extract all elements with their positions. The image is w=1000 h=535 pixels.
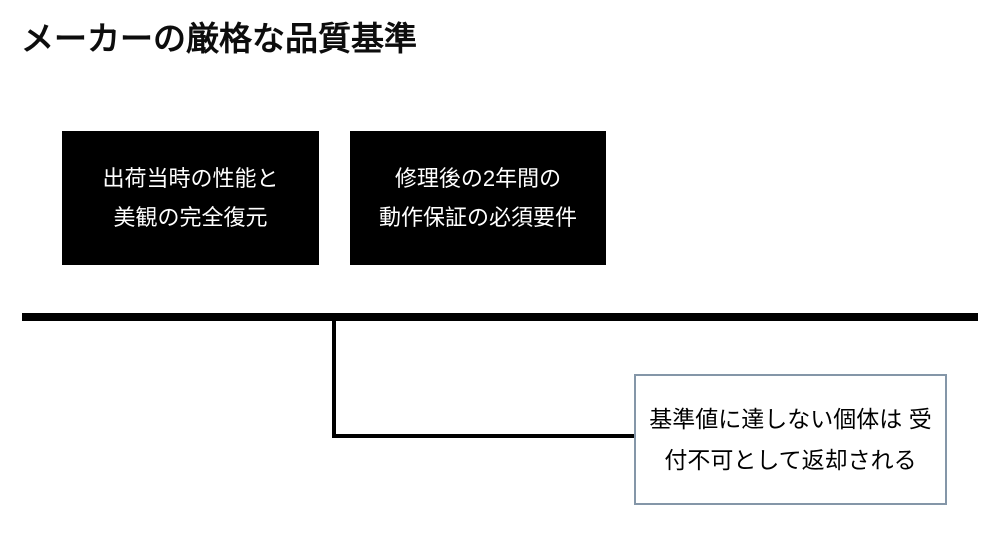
connector-trunk-bar <box>22 313 978 321</box>
outcome-box-reject-policy-line-2: 受付不可として返却される <box>664 405 932 473</box>
outcome-box-reject-policy[interactable]: 基準値に達しない個体は 受付不可として返却される <box>634 374 947 505</box>
requirement-box-shipping-condition-text: 出荷当時の性能と 美観の完全復元 <box>102 159 278 237</box>
page-title: メーカーの厳格な品質基準 <box>21 20 417 57</box>
requirement-box-shipping-condition[interactable]: 出荷当時の性能と 美観の完全復元 <box>62 131 319 265</box>
requirement-box-warranty-requirement[interactable]: 修理後の2年間の 動作保証の必須要件 <box>350 131 606 265</box>
requirement-box-warranty-requirement-line-2: 動作保証の必須要件 <box>378 205 577 230</box>
outcome-box-reject-policy-text: 基準値に達しない個体は 受付不可として返却される <box>640 399 941 481</box>
connector-horizontal-segment <box>332 434 635 438</box>
requirement-box-warranty-requirement-text: 修理後の2年間の 動作保証の必須要件 <box>379 159 577 237</box>
requirement-box-shipping-condition-line-2: 美観の完全復元 <box>113 205 268 230</box>
requirement-box-warranty-requirement-line-1: 修理後の2年間の <box>394 166 562 191</box>
connector-vertical-segment <box>332 321 336 438</box>
outcome-box-reject-policy-line-1: 基準値に達しない個体は <box>649 405 903 432</box>
requirement-box-shipping-condition-line-1: 出荷当時の性能と <box>102 166 279 191</box>
